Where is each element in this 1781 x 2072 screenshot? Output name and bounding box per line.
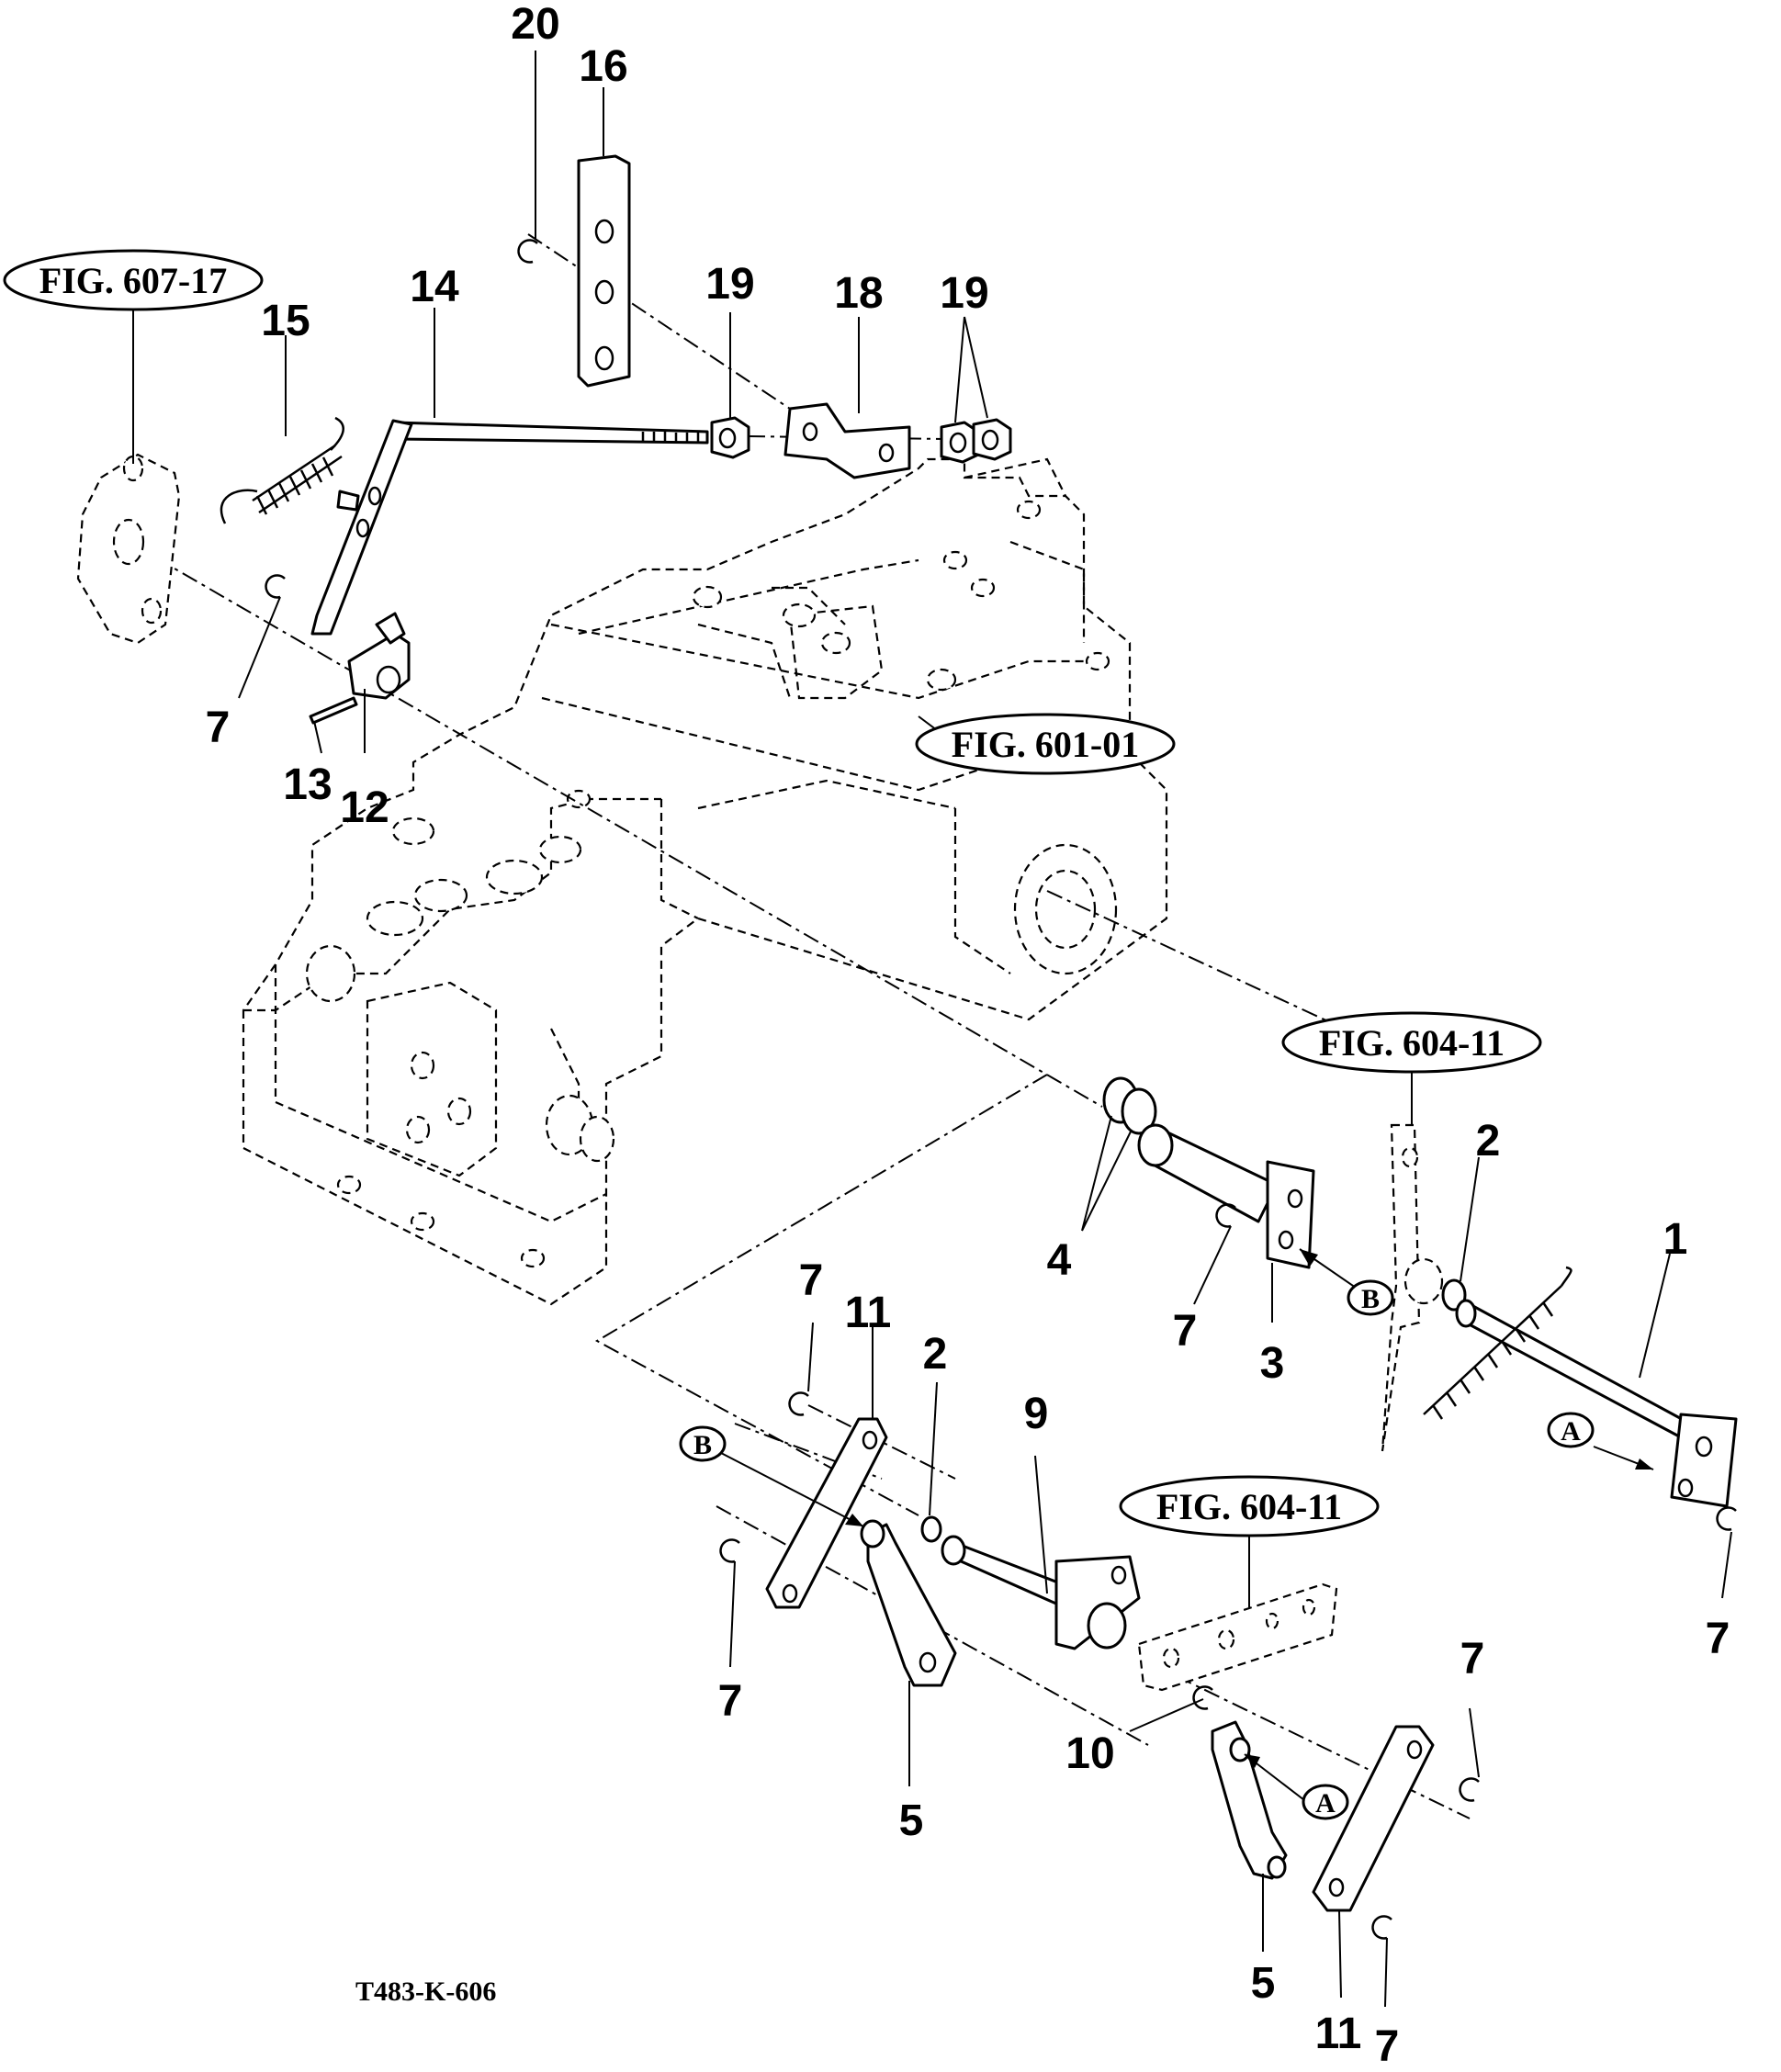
part-11-link-right xyxy=(1312,1725,1435,1912)
callout-7-g: 7 xyxy=(1375,2022,1400,2071)
lever-phantom-hole-a xyxy=(1401,1146,1419,1168)
callout-3: 3 xyxy=(1260,1339,1285,1388)
figref-604-11-top-label: FIG. 604-11 xyxy=(1319,1022,1505,1064)
part-5-lever-right xyxy=(1211,1720,1288,1880)
callout-9: 9 xyxy=(1024,1390,1049,1438)
part-7-clip-f xyxy=(1459,1777,1480,1802)
callout-19-left: 19 xyxy=(705,260,754,309)
plate-phantom-hole-d xyxy=(1302,1598,1316,1616)
part-19-nuts-right xyxy=(940,418,1012,464)
part-1-shaft xyxy=(1423,1266,1738,1508)
figref-604-11-bottom: FIG. 604-11 xyxy=(1119,1475,1380,1537)
callout-11-left: 11 xyxy=(845,1289,892,1337)
connector-b-right: B xyxy=(1347,1279,1394,1316)
connector-a-right: A xyxy=(1547,1412,1595,1448)
plate-phantom-hole-b xyxy=(1217,1628,1235,1650)
callout-2-lower: 2 xyxy=(923,1330,948,1379)
callout-5-left: 5 xyxy=(899,1796,924,1845)
figref-607-17-label: FIG. 607-17 xyxy=(39,260,227,301)
callout-16: 16 xyxy=(579,42,627,91)
callout-14: 14 xyxy=(410,263,459,311)
part-14-rod-lever xyxy=(310,419,709,636)
part-20-clip xyxy=(517,239,538,264)
plate-hole-b xyxy=(112,518,145,566)
transmission-housing xyxy=(242,457,1168,1306)
drawing-code: T483-K-606 xyxy=(355,1976,496,2007)
callout-numbers: 20 16 14 15 19 18 19 7 13 12 4 7 3 2 1 7… xyxy=(206,0,1730,2071)
callout-2-upper: 2 xyxy=(1476,1117,1501,1166)
plate-phantom-hole-a xyxy=(1162,1647,1180,1669)
part-7-clip-c xyxy=(1716,1506,1737,1531)
part-5-lever-left xyxy=(860,1519,957,1687)
part-13-pin xyxy=(309,696,358,725)
callout-1: 1 xyxy=(1663,1215,1688,1264)
figref-601-01: FIG. 601-01 xyxy=(915,713,1176,775)
part-4-oring-b xyxy=(1121,1087,1157,1135)
connector-b-left-label: B xyxy=(693,1430,712,1460)
part-7-clip-e xyxy=(719,1538,740,1563)
part-7-clip-g xyxy=(1371,1915,1392,1940)
callout-7-a: 7 xyxy=(206,704,231,752)
connector-a-left-label: A xyxy=(1315,1788,1336,1819)
part-3-shaft xyxy=(1137,1123,1315,1269)
part-16-plate xyxy=(577,154,631,388)
part-11-link-left xyxy=(765,1417,888,1609)
callout-7-b: 7 xyxy=(1173,1307,1198,1356)
part-7-clip-a xyxy=(265,574,286,599)
callout-7-f: 7 xyxy=(1460,1635,1485,1684)
callout-5-right: 5 xyxy=(1251,1959,1276,2008)
plate-phantom-hole-c xyxy=(1265,1612,1279,1630)
callout-7-c: 7 xyxy=(1706,1615,1730,1663)
callout-10: 10 xyxy=(1065,1729,1114,1778)
callout-18: 18 xyxy=(834,269,883,318)
part-19-nut-left xyxy=(710,416,750,459)
part-2-oring-lower xyxy=(920,1515,942,1543)
connector-a-right-label: A xyxy=(1561,1416,1581,1447)
figref-601-01-label: FIG. 601-01 xyxy=(952,724,1139,765)
callout-4: 4 xyxy=(1047,1236,1072,1285)
callout-11-right: 11 xyxy=(1315,2010,1362,2058)
part-18-bracket xyxy=(783,402,911,479)
connector-a-left: A xyxy=(1302,1784,1349,1820)
part-7-clip-b xyxy=(1215,1203,1236,1228)
callout-12: 12 xyxy=(340,783,389,832)
callout-20: 20 xyxy=(511,0,559,49)
plate-hole-c xyxy=(141,597,163,625)
callout-19-right: 19 xyxy=(940,269,988,318)
part-7-clip-d xyxy=(788,1391,809,1416)
figref-604-11-bottom-label: FIG. 604-11 xyxy=(1156,1486,1342,1527)
callout-7-d: 7 xyxy=(799,1256,824,1305)
figref-607-17: FIG. 607-17 xyxy=(3,249,264,311)
part-15-spring xyxy=(220,416,344,524)
lever-phantom-hole-b xyxy=(1403,1257,1444,1305)
connector-b-left: B xyxy=(679,1425,727,1462)
callout-15: 15 xyxy=(261,297,310,345)
callout-13: 13 xyxy=(283,760,332,809)
part-9-shaft xyxy=(941,1535,1141,1650)
plate-hole-a xyxy=(122,455,144,482)
leader-lines xyxy=(132,51,1732,2008)
figref-604-11-top: FIG. 604-11 xyxy=(1281,1011,1542,1074)
part-10-clip xyxy=(1192,1685,1213,1710)
connector-b-right-label: B xyxy=(1361,1284,1380,1314)
callout-7-e: 7 xyxy=(718,1677,743,1726)
part-12-clevis xyxy=(347,612,411,700)
leader-arrowheads xyxy=(845,1249,1653,1768)
plate-phantom-604-11-bottom xyxy=(1137,1582,1338,1692)
